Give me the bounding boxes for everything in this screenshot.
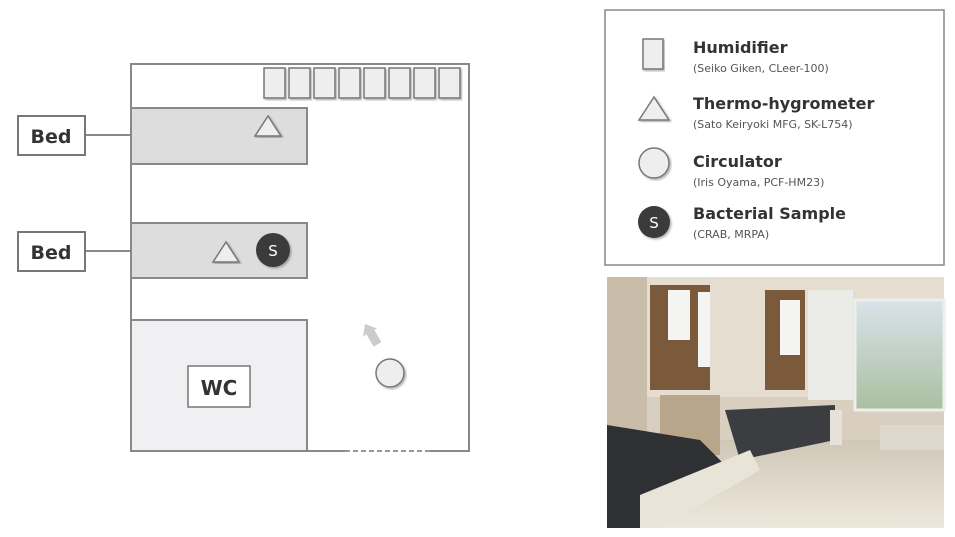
humidifier-icon [313, 67, 336, 99]
bacterial-sample-icon [256, 233, 290, 267]
humidifier-icon [338, 67, 361, 99]
sample-marker: S [268, 242, 278, 260]
humidifier-icon [642, 38, 664, 70]
humidifier-row [263, 67, 461, 99]
humidifier-icon [388, 67, 411, 99]
svg-text:S: S [649, 214, 659, 232]
thermo-hygrometer-icon [253, 114, 283, 137]
svg-text:Thermo-hygrometer: Thermo-hygrometer [693, 94, 875, 113]
svg-text:Bacterial Sample: Bacterial Sample [693, 204, 846, 223]
bacterial-sample-icon [638, 206, 670, 238]
humidifier-icon [413, 67, 436, 99]
humidifier-icon [363, 67, 386, 99]
thermo-hygrometer-icon [211, 240, 241, 263]
svg-text:Humidifier: Humidifier [693, 38, 788, 57]
svg-text:Circulator: Circulator [693, 152, 782, 171]
bed-label: Bed [31, 126, 72, 148]
legend: S Humidifier (Seiko Giken, CLeer-100) Th… [604, 9, 945, 266]
svg-text:(Sato Keiryoki MFG, SK-L754): (Sato Keiryoki MFG, SK-L754) [693, 118, 853, 131]
circulator-icon [375, 358, 405, 388]
humidifier-icon [263, 67, 286, 99]
airflow-arrow-icon [363, 323, 382, 347]
circulator-icon [638, 147, 670, 179]
humidifier-icon [288, 67, 311, 99]
svg-text:(CRAB, MRPA): (CRAB, MRPA) [693, 228, 769, 241]
room-plan: S WC [130, 63, 470, 453]
bed-label: Bed [31, 242, 72, 264]
humidifier-icon [438, 67, 461, 99]
svg-text:(Iris Oyama, PCF-HM23): (Iris Oyama, PCF-HM23) [693, 176, 824, 189]
wc-label: WC [201, 376, 238, 400]
svg-text:(Seiko Giken, CLeer-100): (Seiko Giken, CLeer-100) [693, 62, 829, 75]
room-photo [607, 277, 946, 528]
thermo-hygrometer-icon [637, 95, 671, 121]
